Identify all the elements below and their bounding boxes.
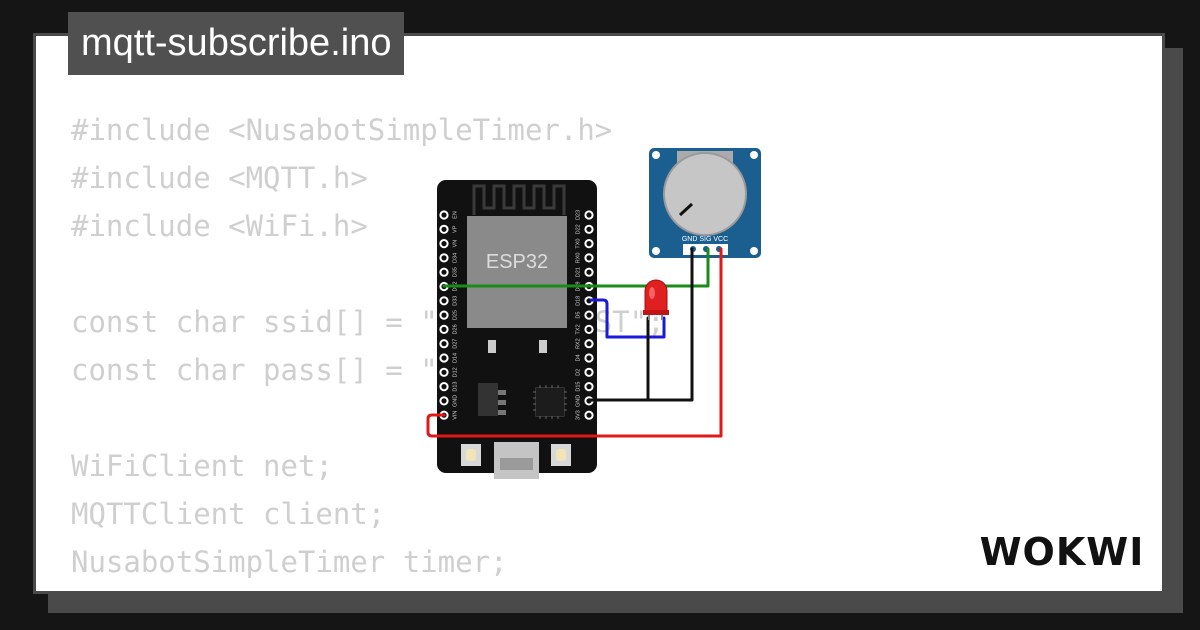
right-pin-header[interactable]: D23D22TX0RX0D21D19D18D5TX2RX2D4D2D15GND3… xyxy=(575,210,594,420)
pin-hole[interactable] xyxy=(584,382,594,392)
pin-label: D2 xyxy=(575,369,581,376)
potentiometer-pin-labels: GND SIG VCC xyxy=(682,236,728,243)
pin-hole[interactable] xyxy=(439,253,449,263)
pin-label: RX0 xyxy=(575,253,581,264)
esp32-module xyxy=(467,216,567,328)
pin-label: GND xyxy=(452,395,458,407)
pin-hole[interactable] xyxy=(584,224,594,234)
pin-label: D14 xyxy=(452,353,458,363)
pin-label: VP xyxy=(452,225,458,233)
pin-label: TX0 xyxy=(575,239,581,249)
pin-label: VIN xyxy=(452,411,458,420)
code-preview-card: #include <NusabotSimpleTimer.h> #include … xyxy=(33,33,1165,594)
pin-hole[interactable] xyxy=(584,353,594,363)
pin-hole[interactable] xyxy=(439,353,449,363)
wire-black-pot-gnd[interactable] xyxy=(587,247,694,402)
esp32-board[interactable]: ESP32 ENVPVND34D35D32D33D25D26D27D14D12D… xyxy=(437,180,597,479)
pin-label: GND xyxy=(575,395,581,407)
pin-label: D33 xyxy=(452,296,458,306)
pin-hole[interactable] xyxy=(584,324,594,334)
pin-hole[interactable] xyxy=(584,339,594,349)
wire-black-led-gnd[interactable] xyxy=(587,316,650,402)
wire-red-vcc[interactable] xyxy=(426,247,723,438)
pin-hole[interactable] xyxy=(584,410,594,420)
code-line: NusabotSimpleTimer timer; xyxy=(71,545,508,579)
pin-hole[interactable] xyxy=(439,382,449,392)
pin-hole[interactable] xyxy=(439,239,449,249)
pin-label: D34 xyxy=(452,253,458,263)
wire-blue-led[interactable] xyxy=(589,298,666,339)
pin-label: D12 xyxy=(452,367,458,377)
pin-label: D15 xyxy=(575,382,581,392)
code-line: MQTTClient client; xyxy=(71,497,386,531)
pin-label: RX2 xyxy=(575,338,581,349)
pin-hole[interactable] xyxy=(439,324,449,334)
red-led[interactable] xyxy=(643,279,669,320)
pin-hole[interactable] xyxy=(584,210,594,220)
pin-label: D26 xyxy=(452,324,458,334)
pin-hole[interactable] xyxy=(439,267,449,277)
pin-hole[interactable] xyxy=(584,310,594,320)
pin-label: D22 xyxy=(575,224,581,234)
pin-label: VN xyxy=(452,240,458,248)
pin-hole[interactable] xyxy=(439,210,449,220)
pin-label: D35 xyxy=(452,267,458,277)
code-line: const char pass[] = ""; xyxy=(71,353,473,387)
knob-indicator xyxy=(678,202,694,217)
pin-label: D21 xyxy=(575,267,581,277)
wire-green-signal[interactable] xyxy=(442,247,710,288)
pin-hole[interactable] xyxy=(439,396,449,406)
pin-label: 3V3 xyxy=(575,410,581,420)
potentiometer-knob[interactable] xyxy=(663,152,747,236)
pin-label: D4 xyxy=(575,354,581,361)
pin-hole[interactable] xyxy=(439,339,449,349)
pin-hole[interactable] xyxy=(439,367,449,377)
code-line: #include <MQTT.h> xyxy=(71,161,368,195)
wokwi-logo: WOKWI xyxy=(980,530,1145,574)
pin-label: D23 xyxy=(575,210,581,220)
pin-hole[interactable] xyxy=(584,367,594,377)
pin-label: D27 xyxy=(452,339,458,349)
pin-label: TX2 xyxy=(575,324,581,334)
pin-label: EN xyxy=(452,211,458,219)
pin-hole[interactable] xyxy=(584,253,594,263)
voltage-regulator xyxy=(478,383,498,416)
potentiometer[interactable]: GND SIG VCC xyxy=(649,148,761,258)
code-line: #include <NusabotSimpleTimer.h> xyxy=(71,113,613,147)
code-line: #include <WiFi.h> xyxy=(71,209,368,243)
pin-label: D25 xyxy=(452,310,458,320)
pin-hole[interactable] xyxy=(584,239,594,249)
esp32-label: ESP32 xyxy=(486,251,548,273)
pin-hole[interactable] xyxy=(584,267,594,277)
file-tab[interactable]: mqtt-subscribe.ino xyxy=(68,12,405,75)
pin-hole[interactable] xyxy=(439,296,449,306)
wokwi-logo-text: WOKWI xyxy=(980,530,1145,574)
pin-label: D18 xyxy=(575,296,581,306)
pin-label: D5 xyxy=(575,312,581,319)
code-line: WiFiClient net; xyxy=(71,449,333,483)
pin-hole[interactable] xyxy=(439,224,449,234)
pin-hole[interactable] xyxy=(439,310,449,320)
pin-label: D13 xyxy=(452,382,458,392)
